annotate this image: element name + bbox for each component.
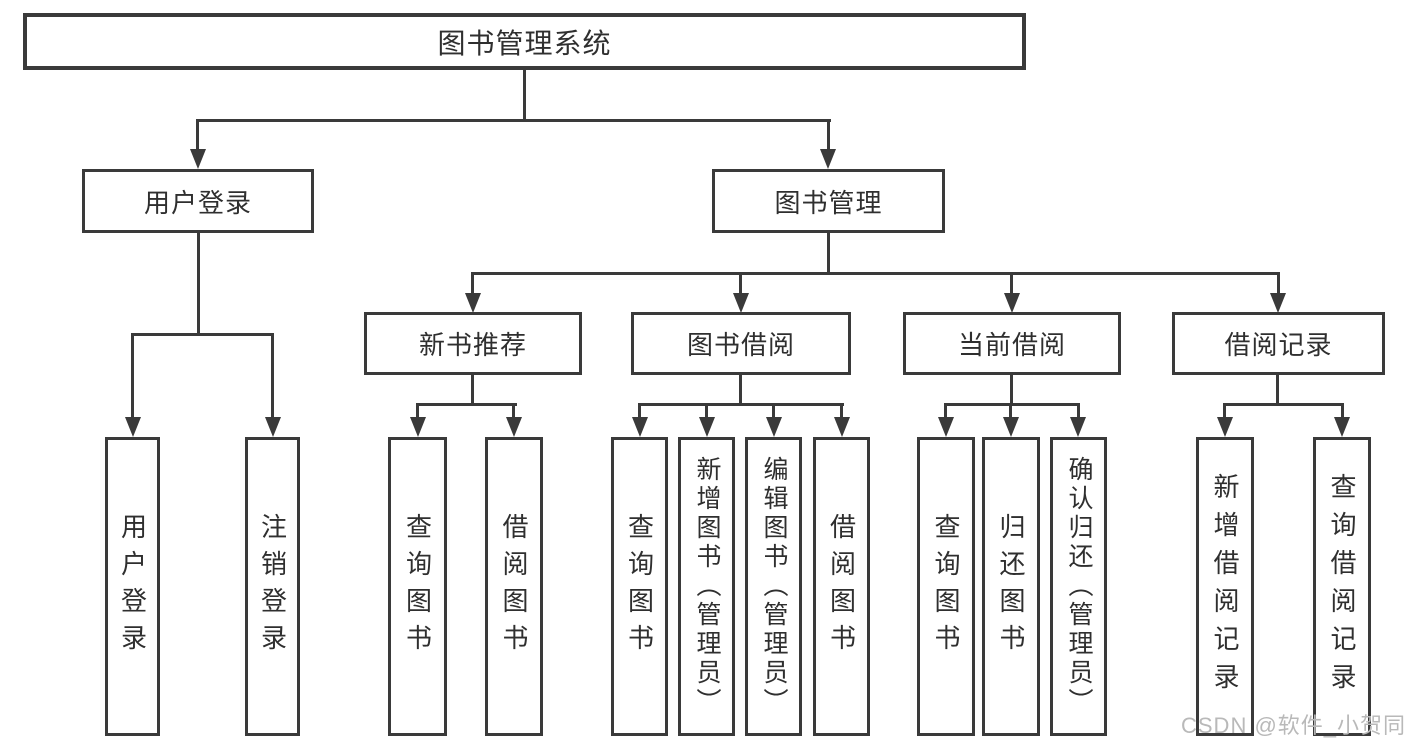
connector-stem — [944, 403, 947, 420]
connector-stem — [739, 375, 742, 406]
connector-stem — [1341, 403, 1344, 420]
node-label: 当前借阅 — [957, 330, 1066, 360]
node-label: 用户登录 — [143, 187, 252, 218]
arrow-down-icon — [506, 417, 522, 437]
arrow-down-icon — [699, 417, 715, 437]
csdn-watermark: CSDN @软件_小贺同学 — [1181, 713, 1405, 738]
node-label: 图书管理 — [774, 187, 883, 218]
leaf-query-books-recommend: 查询图书 — [388, 437, 447, 736]
leaf-label: 查询图书 — [624, 512, 655, 661]
node-book-management: 图书管理 — [712, 169, 945, 233]
leaf-confirm-return-admin: 确认归还（管理员） — [1050, 437, 1107, 736]
arrow-down-icon — [733, 293, 749, 313]
node-label: 新书推荐 — [418, 330, 527, 360]
leaf-label: 查询借阅记录 — [1327, 472, 1357, 701]
leaf-label: 查询图书 — [931, 512, 961, 661]
leaf-add-books-admin: 新增图书（管理员） — [678, 437, 735, 736]
leaf-label: 注销登录 — [257, 512, 288, 661]
connector-root-stem — [523, 70, 526, 122]
node-label: 图书借阅 — [686, 330, 795, 360]
connector-stem — [840, 403, 843, 420]
connector-stem — [1010, 375, 1013, 406]
connector-root-rail — [196, 119, 831, 122]
connector-stem — [512, 403, 515, 420]
leaf-edit-books-admin: 编辑图书（管理员） — [745, 437, 802, 736]
arrow-down-icon — [1070, 417, 1086, 437]
arrow-down-icon — [766, 417, 782, 437]
leaf-add-borrow-record: 新增借阅记录 — [1196, 437, 1254, 736]
connector-stem — [471, 272, 474, 296]
leaf-borrow-books: 借阅图书 — [813, 437, 870, 736]
node-label: 借阅记录 — [1224, 330, 1333, 360]
leaf-logout: 注销登录 — [245, 437, 300, 736]
arrow-down-icon — [465, 293, 481, 313]
arrow-down-icon — [1004, 293, 1020, 313]
connector-stem — [1010, 272, 1013, 296]
arrow-down-icon — [834, 417, 850, 437]
node-current-borrowing: 当前借阅 — [903, 312, 1121, 375]
leaf-query-borrow-record: 查询借阅记录 — [1313, 437, 1371, 736]
connector-stem — [827, 233, 830, 275]
arrow-down-icon — [1270, 293, 1286, 313]
connector-stem — [1223, 403, 1226, 420]
connector-stem — [705, 403, 708, 420]
arrow-down-icon — [265, 417, 281, 437]
connector-stem — [1277, 272, 1280, 296]
connector-stem — [1276, 375, 1279, 406]
connector-stem — [739, 272, 742, 296]
connector-stem — [1009, 403, 1012, 420]
connector-stem — [638, 403, 641, 420]
leaf-label: 借阅图书 — [499, 512, 529, 661]
connector-rail — [1223, 403, 1344, 406]
node-book-borrowing: 图书借阅 — [631, 312, 851, 375]
connector-stem — [1077, 403, 1080, 420]
leaf-label: 查询图书 — [402, 512, 433, 661]
arrow-down-icon — [190, 149, 206, 169]
leaf-return-books: 归还图书 — [982, 437, 1040, 736]
connector-stem — [196, 119, 199, 152]
arrow-down-icon — [1003, 417, 1019, 437]
leaf-label: 归还图书 — [996, 512, 1026, 661]
connector-rail — [471, 272, 1280, 275]
connector-stem — [471, 375, 474, 406]
arrow-down-icon — [1334, 417, 1350, 437]
arrow-down-icon — [1217, 417, 1233, 437]
node-library-management-system: 图书管理系统 — [23, 13, 1026, 70]
leaf-user-login: 用户登录 — [105, 437, 160, 736]
leaf-query-books-current: 查询图书 — [917, 437, 975, 736]
node-label: 图书管理系统 — [437, 27, 612, 59]
arrow-down-icon — [410, 417, 426, 437]
connector-rail — [638, 403, 844, 406]
connector-stem — [271, 333, 274, 420]
arrow-down-icon — [632, 417, 648, 437]
leaf-label: 用户登录 — [117, 512, 148, 661]
leaf-label: 新增图书（管理员） — [693, 456, 721, 717]
connector-stem — [131, 333, 134, 420]
leaf-query-books-borrowing: 查询图书 — [611, 437, 668, 736]
connector-stem — [827, 119, 830, 152]
connector-rail — [416, 403, 517, 406]
node-new-book-recommend: 新书推荐 — [364, 312, 582, 375]
node-borrowing-records: 借阅记录 — [1172, 312, 1385, 375]
leaf-label: 新增借阅记录 — [1210, 472, 1240, 701]
leaf-label: 确认归还（管理员） — [1065, 456, 1093, 717]
connector-rail — [944, 403, 1080, 406]
connector-stem — [416, 403, 419, 420]
connector-rail — [131, 333, 274, 336]
leaf-borrow-books-recommend: 借阅图书 — [485, 437, 543, 736]
leaf-label: 借阅图书 — [826, 512, 857, 661]
node-user-login: 用户登录 — [82, 169, 314, 233]
connector-stem — [197, 233, 200, 336]
arrow-down-icon — [125, 417, 141, 437]
leaf-label: 编辑图书（管理员） — [760, 456, 788, 717]
connector-stem — [772, 403, 775, 420]
arrow-down-icon — [820, 149, 836, 169]
arrow-down-icon — [938, 417, 954, 437]
